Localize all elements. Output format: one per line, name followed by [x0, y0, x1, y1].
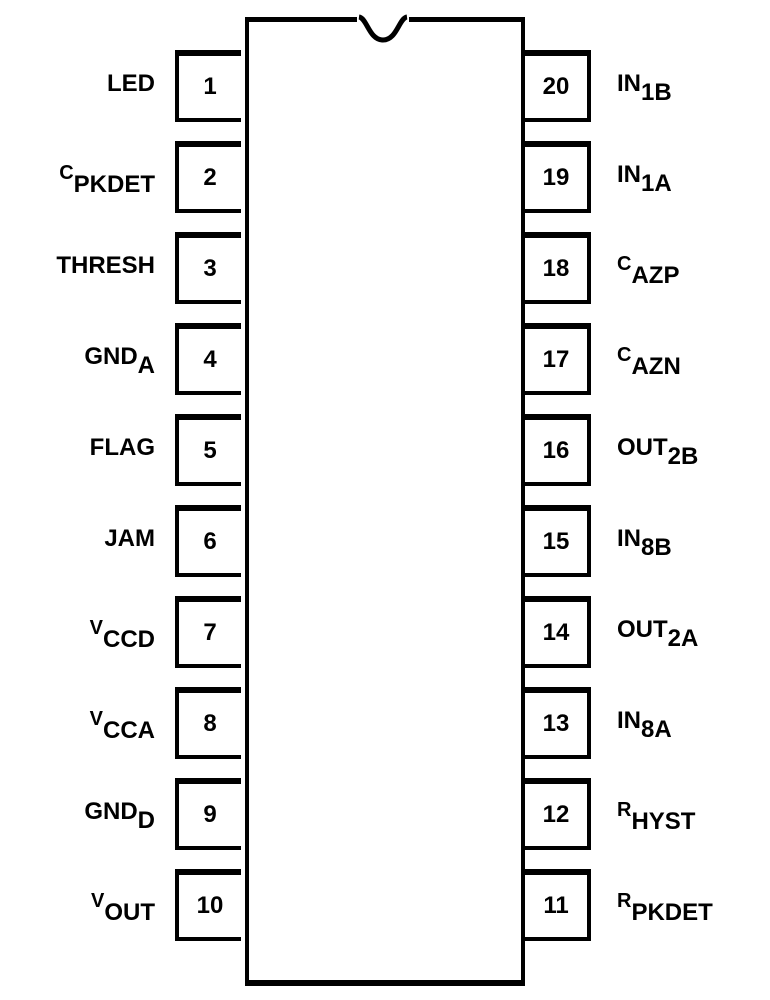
ic-package-body [245, 17, 525, 986]
pin-number: 1 [203, 73, 217, 100]
pin-name-subscript: 8A [641, 716, 672, 743]
pin-name-subscript: AZN [631, 353, 681, 380]
pin-name: LED [107, 70, 155, 97]
pin-number: 12 [542, 801, 570, 828]
pin-number: 20 [542, 73, 570, 100]
pin-number: 16 [542, 437, 570, 464]
pin-13-box: 13 [525, 687, 591, 759]
pin-name: IN [617, 707, 641, 734]
pin-13-label: IN8A [617, 709, 672, 742]
pin-number: 8 [203, 710, 217, 737]
pin-4-label: GNDA [84, 345, 155, 378]
pin-3-label: THRESH [56, 254, 155, 278]
pin-name-subscript: D [137, 807, 155, 834]
pin-name: IN [617, 525, 641, 552]
pin-name: V [89, 617, 103, 639]
pin-number: 15 [542, 528, 570, 555]
pin-name: V [90, 890, 105, 912]
pin-5-label: FLAG [90, 436, 155, 460]
pin-14-label: OUT2A [617, 618, 698, 651]
pin-name-subscript: 2B [667, 443, 699, 470]
pin-name-subscript: A [137, 352, 155, 379]
pin-3-box: 3 [175, 232, 241, 304]
pin-1-label: LED [107, 72, 155, 96]
pin-11-box: 11 [525, 869, 591, 941]
pin-16-box: 16 [525, 414, 591, 486]
pin-11-label: RPKDET [617, 891, 713, 925]
pin-name: IN [617, 161, 641, 188]
pin-name: IN [617, 70, 641, 97]
pin-number: 6 [203, 528, 217, 555]
pin-name: JAM [104, 525, 155, 552]
pin-number: 7 [203, 619, 217, 646]
pin-name-subscript: PKDET [631, 899, 713, 926]
pin-number: 10 [196, 892, 224, 919]
pin-name: OUT [617, 434, 668, 461]
pin-14-box: 14 [525, 596, 591, 668]
pin-12-label: RHYST [617, 800, 695, 834]
pin-7-label: VCCD [90, 618, 155, 652]
pin-9-box: 9 [175, 778, 241, 850]
pin-name: C [59, 162, 74, 184]
pin-8-box: 8 [175, 687, 241, 759]
pin-7-box: 7 [175, 596, 241, 668]
pin-name-subscript: HYST [631, 808, 696, 835]
pin-2-box: 2 [175, 141, 241, 213]
pin-name-subscript: AZP [631, 262, 680, 289]
pin-5-box: 5 [175, 414, 241, 486]
pin-9-label: GNDD [84, 800, 155, 833]
pin-1-box: 1 [175, 50, 241, 122]
pin-2-label: CPKDET [59, 163, 155, 197]
pin-name: C [617, 344, 632, 366]
pin-name-subscript: 8B [641, 534, 672, 561]
pin-17-label: CAZN [617, 345, 681, 379]
pin-10-box: 10 [175, 869, 241, 941]
pin-name: R [617, 799, 632, 821]
pin-name-subscript: PKDET [73, 171, 155, 198]
pin-number: 3 [203, 255, 217, 282]
pin-number: 13 [542, 710, 570, 737]
pin-18-label: CAZP [617, 254, 679, 288]
pin-name: GND [84, 798, 138, 825]
pin-number: 5 [203, 437, 217, 464]
pin-8-label: VCCA [90, 709, 155, 743]
pin-number: 2 [203, 164, 217, 191]
pin-name-subscript: CCD [103, 626, 155, 653]
pin-19-box: 19 [525, 141, 591, 213]
pin-number: 17 [542, 346, 570, 373]
pin-number: 9 [203, 801, 217, 828]
pin-name-subscript: 1A [641, 170, 672, 197]
pin-17-box: 17 [525, 323, 591, 395]
pin-16-label: OUT2B [617, 436, 698, 469]
pin-15-box: 15 [525, 505, 591, 577]
pin-name: R [617, 890, 632, 912]
pin-number: 19 [542, 164, 570, 191]
pin-name: GND [84, 343, 138, 370]
pin-name-subscript: OUT [104, 899, 155, 926]
pin-name: C [617, 253, 632, 275]
pin-number: 18 [542, 255, 570, 282]
pin1-notch [357, 10, 409, 43]
pin-number: 4 [203, 346, 217, 373]
pin-4-box: 4 [175, 323, 241, 395]
pin-6-label: JAM [104, 527, 155, 551]
pin-name-subscript: 1B [641, 79, 672, 106]
pin-18-box: 18 [525, 232, 591, 304]
pin-name: FLAG [89, 434, 155, 461]
pin-10-label: VOUT [91, 891, 155, 925]
pin-number: 11 [543, 892, 569, 919]
pin-6-box: 6 [175, 505, 241, 577]
pin-20-box: 20 [525, 50, 591, 122]
pin-19-label: IN1A [617, 163, 672, 196]
pin-name: THRESH [56, 252, 155, 279]
pin-20-label: IN1B [617, 72, 672, 105]
pin-name-subscript: 2A [667, 625, 699, 652]
pin-name: V [89, 708, 103, 730]
pin-number: 14 [542, 619, 570, 646]
pin-name: OUT [617, 616, 668, 643]
pin-15-label: IN8B [617, 527, 672, 560]
pin-name-subscript: CCA [103, 717, 155, 744]
pin-12-box: 12 [525, 778, 591, 850]
